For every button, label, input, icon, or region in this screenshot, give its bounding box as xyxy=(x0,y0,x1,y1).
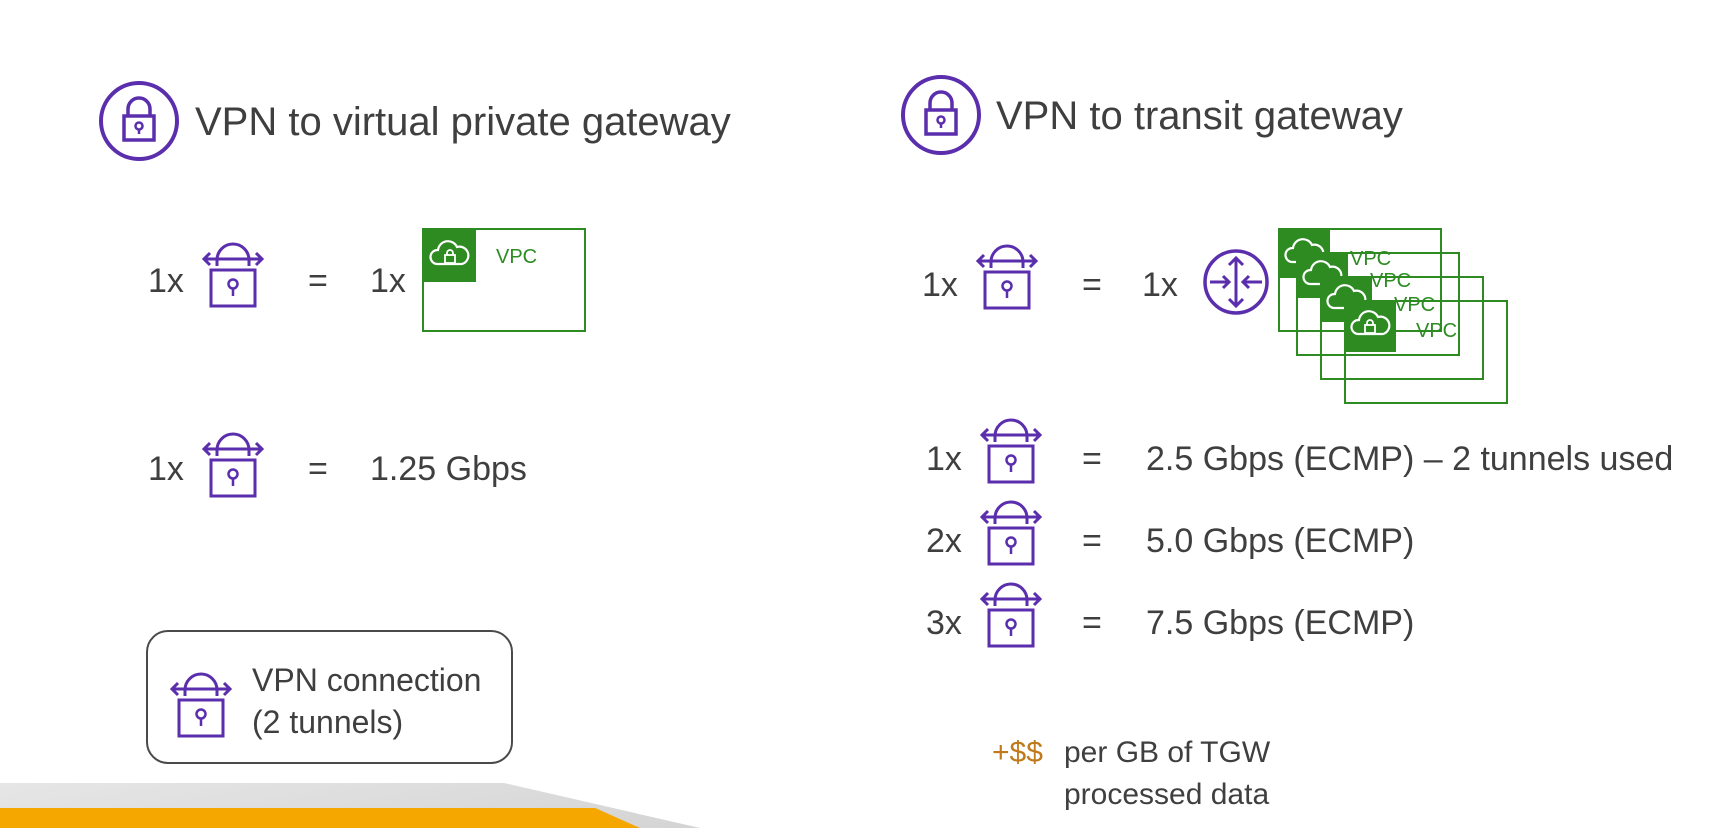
vpc-box: VPC xyxy=(422,228,586,332)
vpc-label: VPC xyxy=(1394,294,1436,316)
cost-line2: processed data xyxy=(1064,778,1270,811)
transit-gateway-icon xyxy=(1202,248,1270,321)
vpc-label: VPC xyxy=(496,246,538,268)
right-row-count: 2x xyxy=(926,522,962,560)
right-row1-rhs-count: 1x xyxy=(1142,266,1178,304)
vpn-connection-icon xyxy=(979,416,1043,491)
vpn-connection-icon xyxy=(169,670,233,745)
right-row-count: 1x xyxy=(926,440,962,478)
right-heading: VPN to transit gateway xyxy=(996,94,1403,138)
right-row-rhs: 5.0 Gbps (ECMP) xyxy=(1146,522,1415,560)
right-row-equals: = xyxy=(1082,604,1102,642)
vpc-box: VPC xyxy=(1296,252,1460,356)
footer-orange-band xyxy=(0,808,640,828)
right-row-rhs: 7.5 Gbps (ECMP) xyxy=(1146,604,1415,642)
vpc-box: VPC xyxy=(1344,300,1508,404)
left-heading: VPN to virtual private gateway xyxy=(195,100,731,144)
right-row-rhs: 2.5 Gbps (ECMP) – 2 tunnels used xyxy=(1146,440,1674,478)
right-row-count: 3x xyxy=(926,604,962,642)
right-row-equals: = xyxy=(1082,522,1102,560)
lock-circle-icon xyxy=(900,74,982,161)
vpn-connection-icon xyxy=(975,242,1039,317)
cost-prefix: +$$ xyxy=(992,736,1043,769)
vpn-connection-icon xyxy=(201,430,265,505)
vpc-label: VPC xyxy=(1370,270,1412,292)
left-row2-equals: = xyxy=(308,450,328,488)
left-row1-rhs-count: 1x xyxy=(370,262,406,300)
left-row1-equals: = xyxy=(308,262,328,300)
legend-box: VPN connection (2 tunnels) xyxy=(146,630,513,764)
left-row2-count: 1x xyxy=(148,450,184,488)
vpn-connection-icon xyxy=(979,498,1043,573)
vpn-connection-icon xyxy=(979,580,1043,655)
vpn-connection-icon xyxy=(201,240,265,315)
legend-line1: VPN connection xyxy=(252,662,482,698)
left-row1-count: 1x xyxy=(148,262,184,300)
right-row1-equals: = xyxy=(1082,266,1102,304)
lock-circle-icon xyxy=(98,80,180,167)
legend-line2: (2 tunnels) xyxy=(252,704,404,740)
vpc-cloud-icon xyxy=(422,228,476,282)
right-row-equals: = xyxy=(1082,440,1102,478)
right-row1-count: 1x xyxy=(922,266,958,304)
vpc-label: VPC xyxy=(1416,320,1458,342)
cost-line1: per GB of TGW xyxy=(1064,736,1271,769)
left-row2-rhs: 1.25 Gbps xyxy=(370,450,527,488)
vpc-cloud-icon xyxy=(1344,300,1396,352)
